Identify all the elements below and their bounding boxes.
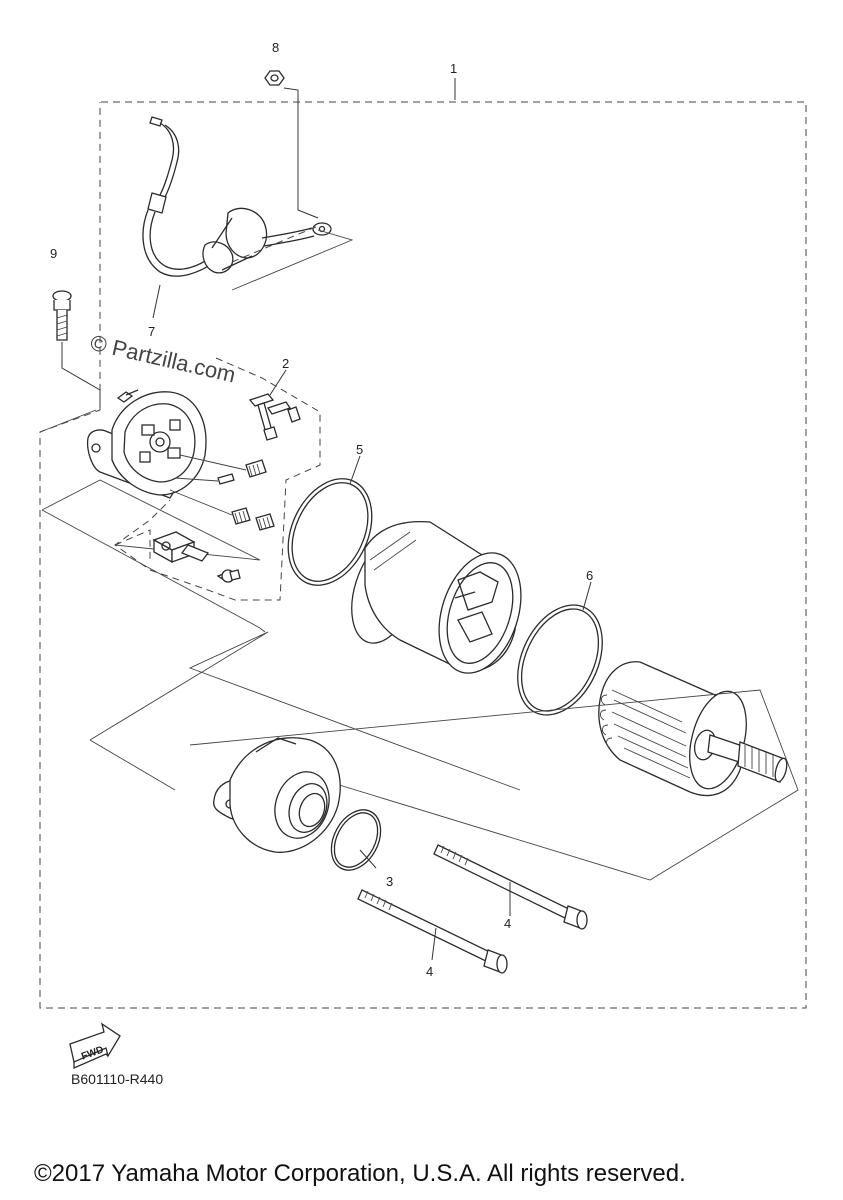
svg-text:© Partzilla.com: © Partzilla.com [88, 330, 238, 388]
cover-ref-line [39, 409, 97, 433]
callout-1: 1 [450, 61, 457, 76]
brush-holder-boundary [114, 357, 321, 601]
assembly-boundary [39, 101, 807, 1009]
armature [598, 661, 788, 797]
callout-8: 8 [272, 40, 279, 55]
yoke [351, 520, 522, 674]
callout-5: 5 [356, 442, 363, 457]
lead-wire-ref [231, 229, 354, 291]
callout-7: 7 [148, 324, 155, 339]
lead-wire-dash [231, 225, 319, 263]
spring-ref-1 [179, 454, 247, 471]
bolt-9 [52, 290, 72, 341]
brushes [217, 393, 301, 531]
callout-6: 6 [586, 568, 593, 583]
armature-ref [189, 689, 799, 881]
callouts: 1 2 3 4 4 5 6 7 8 9 [50, 40, 593, 979]
terminal-plate [152, 531, 241, 583]
nut-leader [283, 87, 319, 219]
terminal-dash [114, 529, 151, 560]
callout-3: 3 [386, 874, 393, 889]
callout-4-upper: 4 [504, 916, 511, 931]
copyright-notice: ©2017 Yamaha Motor Corporation, U.S.A. A… [34, 1160, 686, 1187]
callout-2: 2 [282, 356, 289, 371]
spring-ref-2 [174, 477, 219, 482]
rear-cover [212, 737, 341, 853]
callout-leaders [152, 78, 592, 961]
o-ring-6 [517, 604, 603, 716]
bolt-9-leader [61, 342, 101, 408]
diagram-code: B601110-R440 [71, 1071, 164, 1087]
callout-9: 9 [50, 246, 57, 261]
spring-ref-3 [169, 489, 233, 516]
watermark: © Partzilla.com [88, 330, 238, 388]
rear-cover-ref-2 [89, 739, 176, 791]
callout-4-lower: 4 [426, 964, 433, 979]
nut [264, 70, 285, 86]
rear-cover-ref [89, 631, 521, 791]
through-bolt-upper [433, 844, 588, 930]
through-bolt-lower [357, 889, 508, 974]
lead-wire [142, 116, 332, 277]
o-ring-3 [330, 809, 382, 871]
cover-ref-line-3 [41, 509, 266, 633]
fwd-arrow-icon: FWD [69, 1022, 121, 1069]
front-cover [86, 389, 207, 499]
